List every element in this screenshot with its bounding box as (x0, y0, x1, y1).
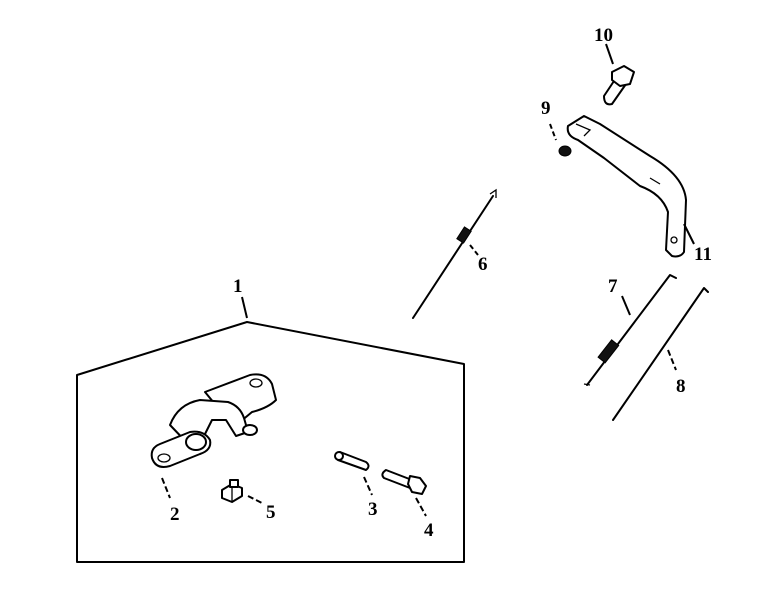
assembly-group-1: 1 (76, 276, 465, 563)
leader-6 (469, 244, 479, 256)
callout-7: 7 (608, 276, 618, 297)
leader-2 (161, 477, 171, 499)
callout-4: 4 (424, 520, 434, 541)
callout-5: 5 (266, 502, 276, 523)
part-3-pin: 3 (334, 451, 378, 520)
spring-7 (597, 339, 620, 364)
leader-1 (241, 296, 248, 319)
part-2-bracket: 2 (150, 373, 277, 525)
part-10-bolt: 10 (594, 25, 635, 106)
part-5-screw: 5 (221, 479, 276, 523)
screw-shank (229, 479, 239, 488)
bolt-shank (381, 469, 413, 489)
callout-11: 11 (694, 244, 712, 265)
bolt-10-head (611, 65, 635, 87)
part-11-pedal-arm: 11 (566, 115, 712, 265)
rod-8 (612, 287, 709, 421)
assembly-outline (76, 321, 465, 563)
leader-4 (415, 497, 427, 517)
leader-10 (605, 43, 614, 65)
callout-8: 8 (676, 376, 686, 397)
spring-6 (456, 226, 472, 244)
leader-5 (247, 495, 265, 505)
part-6-rod: 6 (412, 188, 497, 319)
callout-10: 10 (594, 25, 613, 46)
rod-6 (412, 195, 494, 319)
part-8-rod: 8 (612, 287, 709, 421)
rod-7 (586, 274, 677, 386)
leader-7 (621, 295, 631, 316)
bolt-head (407, 475, 427, 495)
leader-3 (363, 476, 373, 496)
part-4-bolt: 4 (381, 469, 434, 541)
part-7-rod: 7 (583, 274, 677, 386)
callout-9: 9 (541, 98, 551, 119)
leader-9 (549, 123, 557, 141)
part-9-nut: 9 (541, 98, 572, 157)
nut-9 (558, 145, 572, 157)
callout-1: 1 (233, 276, 243, 297)
leader-11 (683, 223, 695, 245)
callout-2: 2 (170, 504, 180, 525)
pedal-arm (566, 115, 687, 258)
callout-3: 3 (368, 499, 378, 520)
leader-8 (667, 349, 677, 371)
callout-6: 6 (478, 254, 488, 275)
